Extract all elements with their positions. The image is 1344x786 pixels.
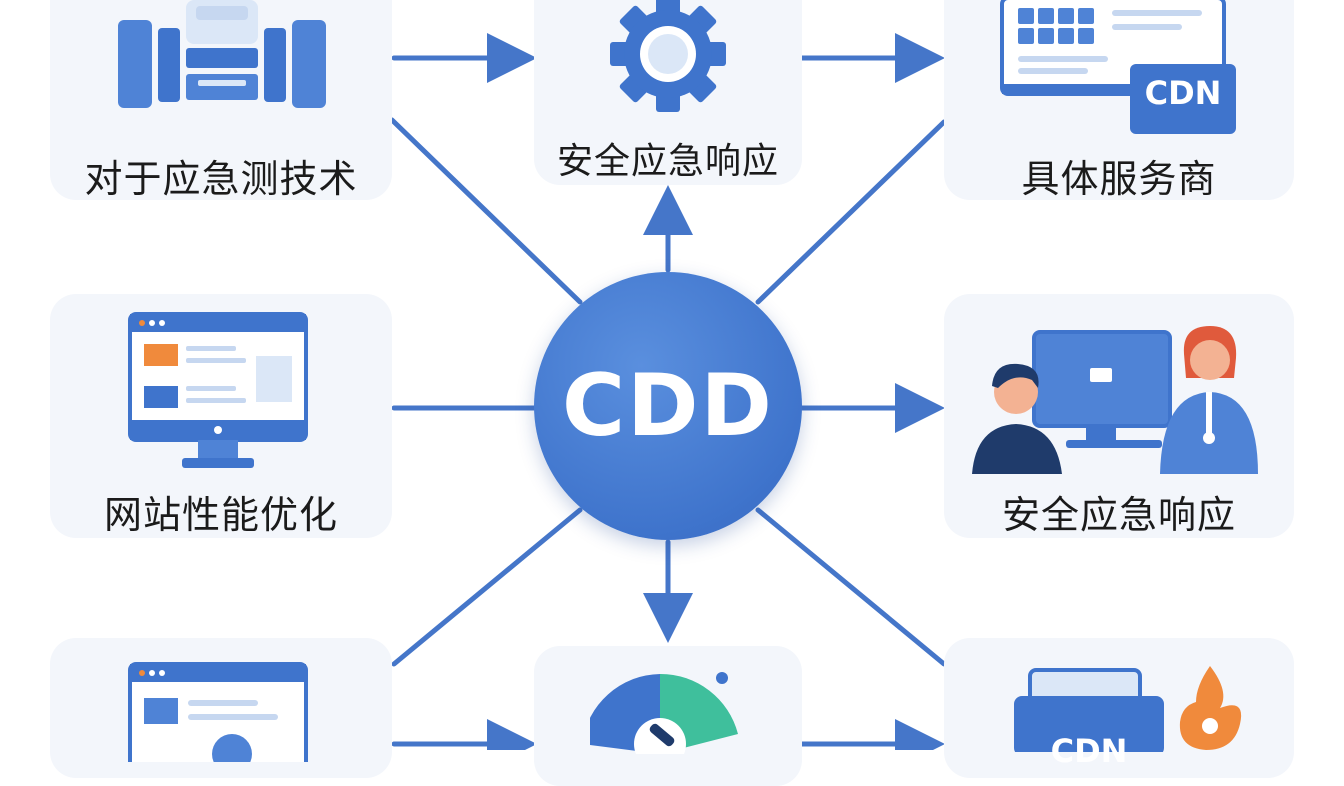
hub-label: CDD: [562, 356, 774, 456]
node-card-top-right: CDN 具体服务商: [944, 0, 1294, 201]
web-search-icon: [128, 662, 308, 762]
monitor-icon: [128, 312, 308, 468]
node-card-top-center: 安全应急响应: [534, 0, 802, 185]
connector-layer: [389, 33, 947, 750]
gear-icon: [610, 0, 726, 112]
line-hub-to-top-right: [755, 119, 947, 305]
line-hub-to-bottom-left: [391, 507, 583, 667]
node-card-top-left: 对于应急测技术: [50, 0, 392, 201]
gauge-chart-icon: [590, 672, 738, 754]
cdd-hub: CDD: [534, 272, 802, 540]
node-card-bottom-center: [534, 646, 802, 786]
node-card-bottom-left: [50, 638, 392, 778]
node-card-bottom-right: CDN: [944, 638, 1294, 778]
node-label-top-left: 对于应急测技术: [84, 157, 358, 201]
cdn-fire-icon: [1014, 666, 1242, 752]
line-hub-to-bottom-right: [755, 507, 947, 667]
node-label-mid-right: 安全应急响应: [1001, 493, 1236, 537]
node-label-top-center: 安全应急响应: [556, 141, 779, 182]
line-hub-to-top-left: [389, 117, 583, 305]
node-label-top-right: 具体服务商: [1021, 157, 1217, 201]
cdn-badge-top-right: CDN: [1144, 74, 1222, 112]
support-team-icon: [972, 326, 1258, 474]
node-card-mid-left: 网站性能优化: [50, 294, 392, 538]
server-rack-icon: [118, 0, 326, 108]
cdn-badge-bottom-right: CDN: [1050, 732, 1128, 770]
node-label-mid-left: 网站性能优化: [103, 493, 338, 537]
node-card-mid-right: 安全应急响应: [944, 294, 1294, 538]
cdn-dashboard-icon: [1000, 0, 1236, 134]
